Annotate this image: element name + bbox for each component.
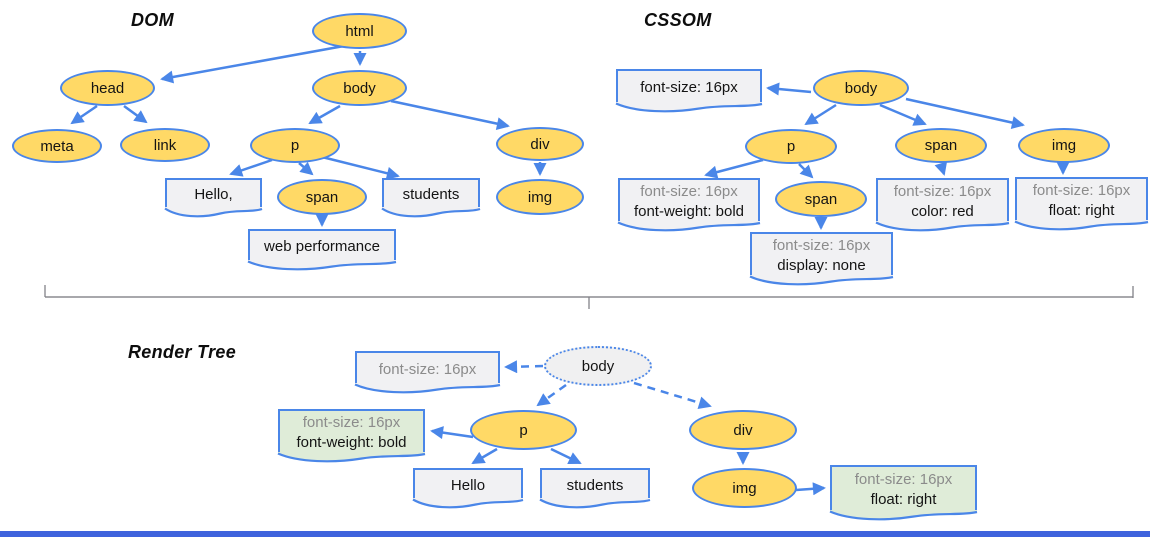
dom-node-span: span: [277, 179, 367, 215]
cssom-section-title: CSSOM: [644, 10, 712, 30]
dom-textnode-students: students: [382, 178, 480, 217]
dom-node-img: img: [496, 179, 584, 215]
cssom-node-span-p: span: [775, 181, 867, 217]
dom-section-title: DOM: [131, 10, 174, 30]
render-tree-section-title: Render Tree: [128, 342, 237, 362]
cssom-rule-body: font-size: 16px: [616, 69, 762, 112]
dom-node-p: p: [250, 128, 340, 163]
cssom-node-p: p: [745, 129, 837, 164]
dom-node-head: head: [60, 70, 155, 106]
bottom-blue-bar: [0, 531, 1150, 537]
render-textnode-students: students: [540, 468, 650, 508]
render-node-div: div: [689, 410, 797, 450]
render-textnode-hello: Hello: [413, 468, 523, 508]
cssom-node-body: body: [813, 70, 909, 106]
dom-textnode-webperformance: web performance: [248, 229, 396, 270]
dom-node-meta: meta: [12, 129, 102, 163]
dom-textnode-hello: Hello,: [165, 178, 262, 217]
render-rule-body: font-size: 16px: [355, 351, 500, 393]
cssom-node-span-body: span: [895, 128, 987, 163]
dom-node-body: body: [312, 70, 407, 106]
cssom-node-img: img: [1018, 128, 1110, 163]
dom-node-link: link: [120, 128, 210, 162]
render-node-p: p: [470, 410, 577, 450]
merge-divider: [44, 285, 1134, 309]
dom-node-html: html: [312, 13, 407, 49]
render-node-body: body: [544, 346, 652, 386]
render-node-img: img: [692, 468, 797, 508]
dom-node-div: div: [496, 127, 584, 161]
